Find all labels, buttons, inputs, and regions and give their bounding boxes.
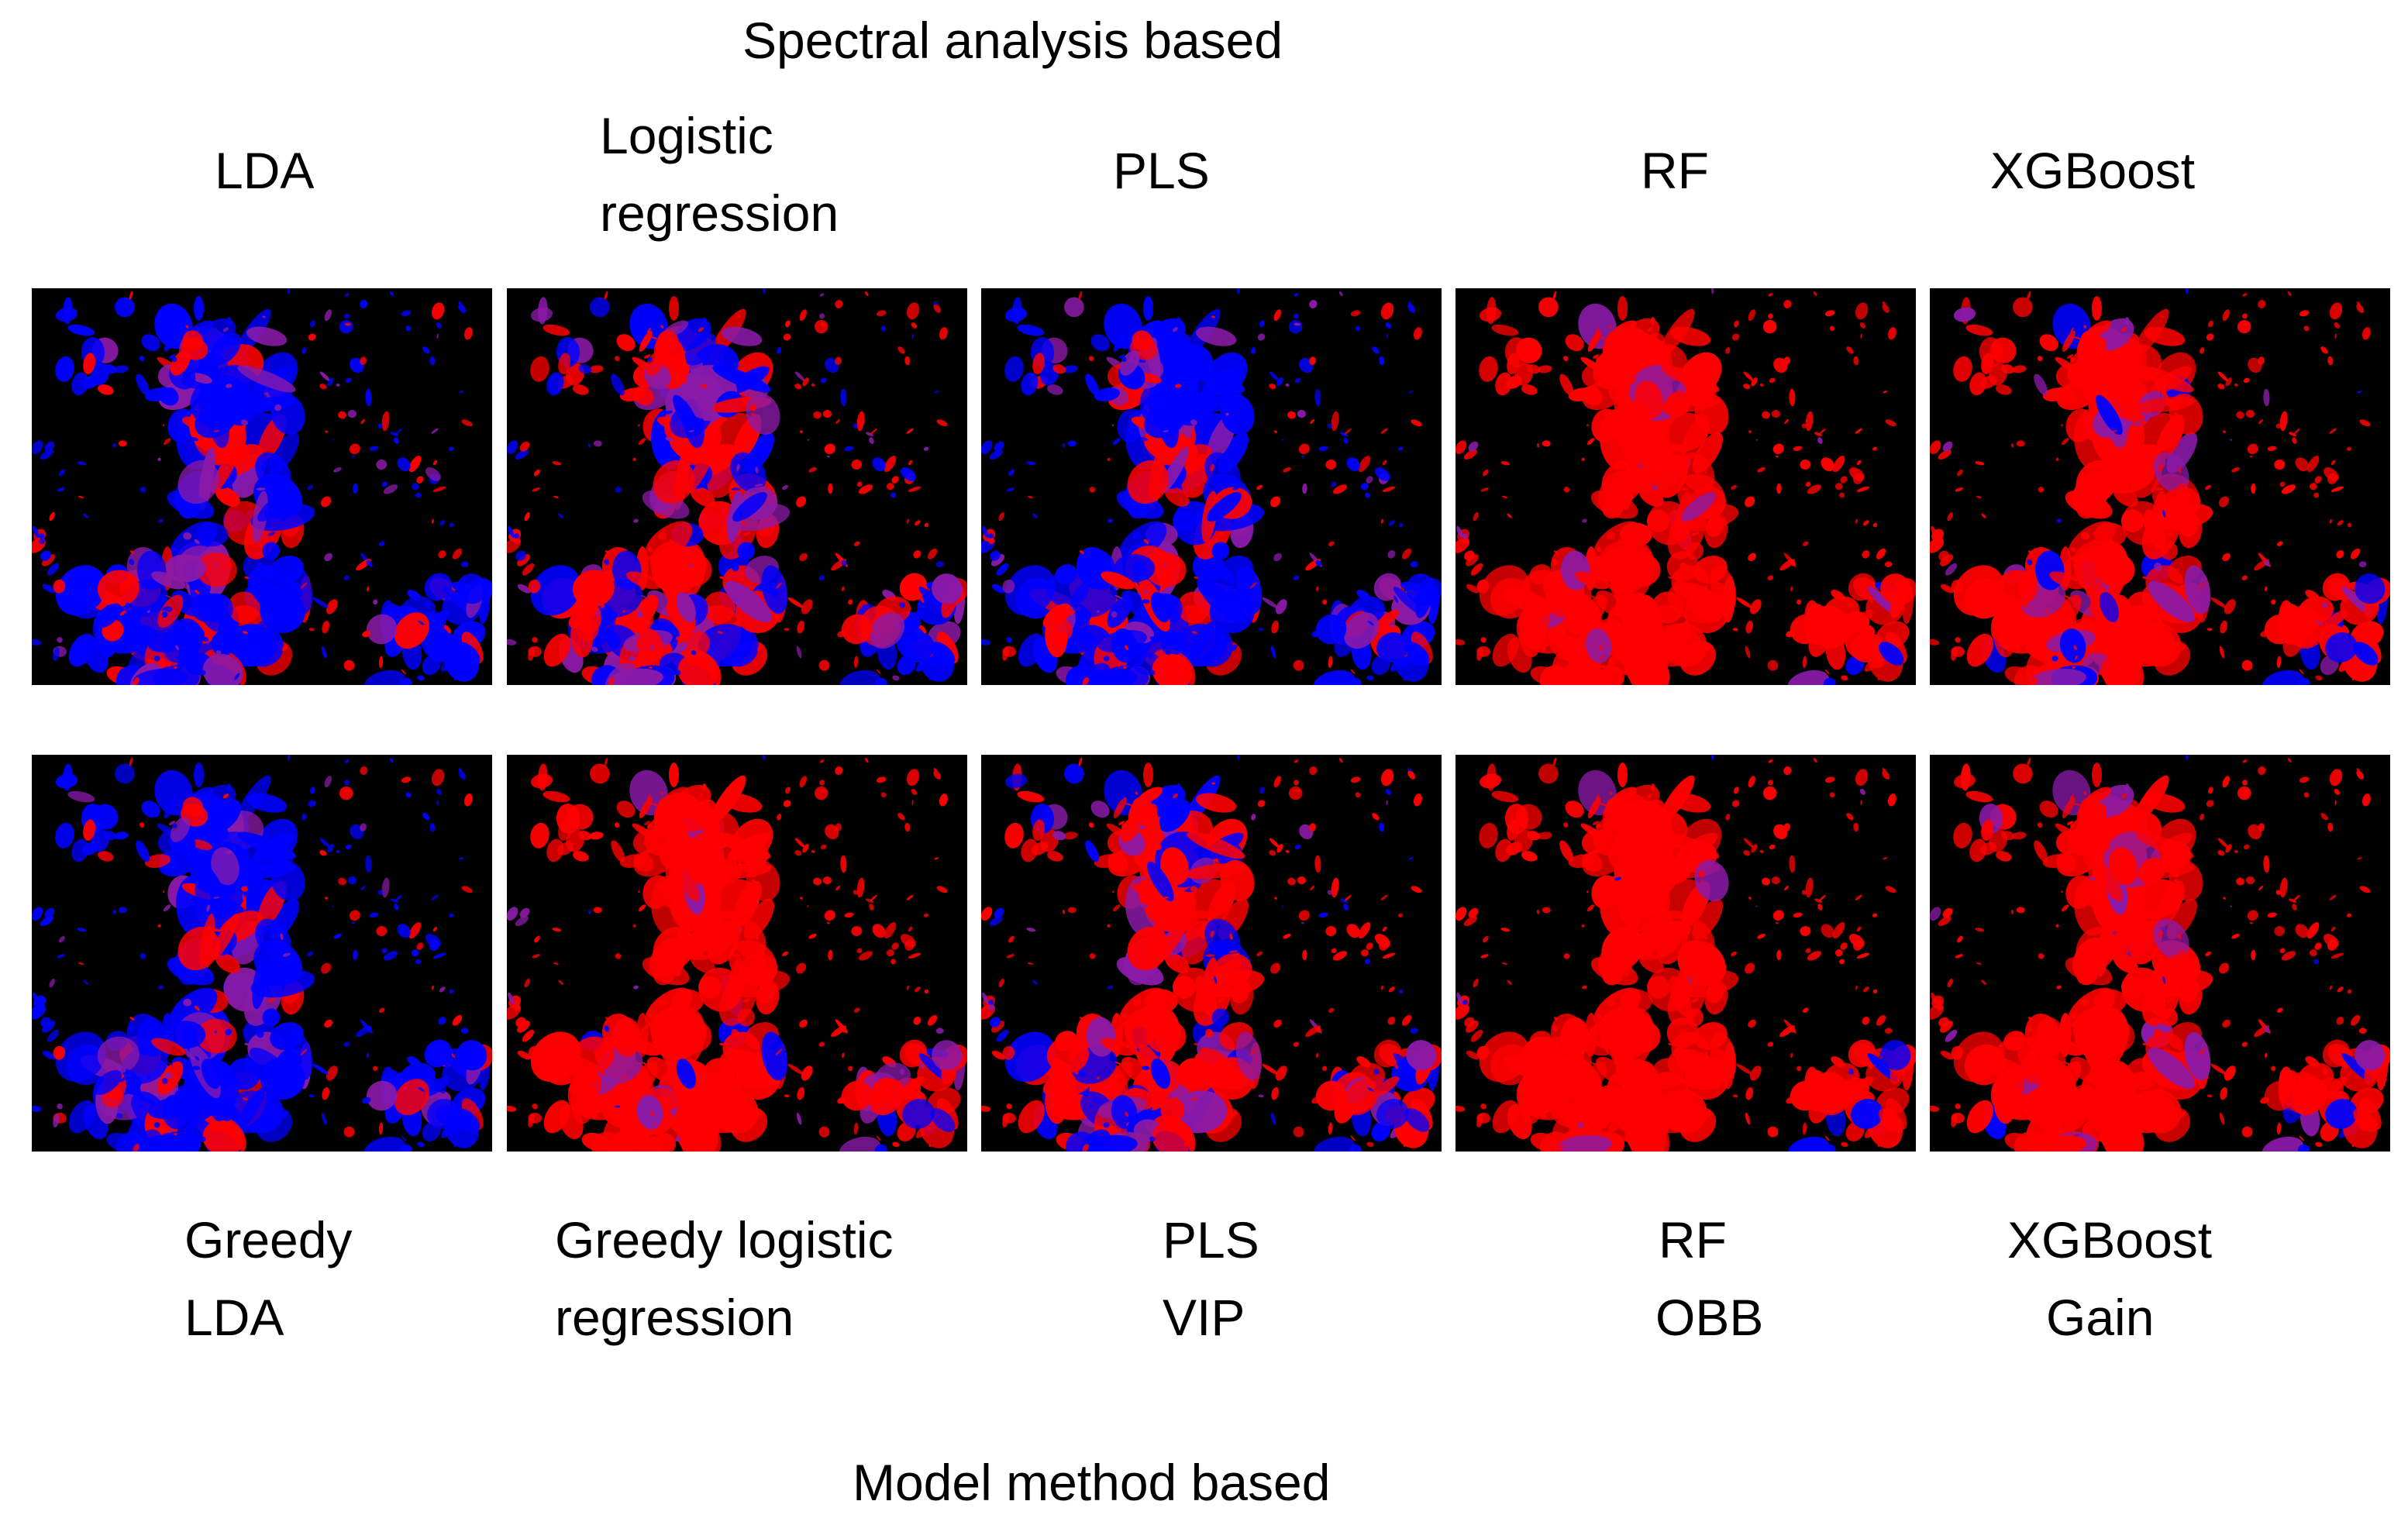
top-heading: Spectral analysis based bbox=[742, 12, 1283, 69]
map-top-lda bbox=[32, 288, 492, 685]
map-bottom-rf-obb bbox=[1455, 755, 1916, 1152]
bottom-label-rf-obb: RF OBB bbox=[1655, 1211, 1764, 1346]
map-bottom-greedy-lda bbox=[32, 755, 492, 1152]
map-top-xgboost bbox=[1930, 288, 2390, 685]
map-bottom-rf-obb-image bbox=[1455, 755, 1916, 1152]
map-bottom-greedy-logistic-regression-image bbox=[507, 755, 967, 1152]
top-label-xgboost: XGBoost bbox=[1990, 142, 2196, 199]
top-label-lda: LDA bbox=[215, 142, 315, 199]
bottom-label-greedy-logistic-regression: Greedy logistic regression bbox=[555, 1211, 894, 1346]
bottom-heading: Model method based bbox=[853, 1454, 1331, 1511]
map-top-xgboost-image bbox=[1930, 288, 2390, 685]
top-label-logistic-regression: Logistic regression bbox=[600, 107, 839, 242]
top-label-rf: RF bbox=[1641, 142, 1709, 199]
map-bottom-xgboost-gain bbox=[1930, 755, 2390, 1152]
map-top-rf-image bbox=[1455, 288, 1916, 685]
map-top-lda-image bbox=[32, 288, 492, 685]
map-bottom-pls-vip bbox=[981, 755, 1442, 1152]
bottom-label-greedy-lda: Greedy LDA bbox=[184, 1211, 353, 1346]
map-top-logistic-regression-image bbox=[507, 288, 967, 685]
map-top-rf bbox=[1455, 288, 1916, 685]
map-top-pls bbox=[981, 288, 1442, 685]
map-top-logistic-regression bbox=[507, 288, 967, 685]
map-bottom-greedy-logistic-regression bbox=[507, 755, 967, 1152]
bottom-label-pls-vip: PLS VIP bbox=[1163, 1211, 1259, 1346]
map-top-pls-image bbox=[981, 288, 1442, 685]
map-bottom-greedy-lda-image bbox=[32, 755, 492, 1152]
map-bottom-xgboost-gain-image bbox=[1930, 755, 2390, 1152]
map-bottom-pls-vip-image bbox=[981, 755, 1442, 1152]
bottom-label-xgboost-gain: XGBoost Gain bbox=[2007, 1211, 2213, 1346]
top-label-pls: PLS bbox=[1113, 142, 1210, 199]
